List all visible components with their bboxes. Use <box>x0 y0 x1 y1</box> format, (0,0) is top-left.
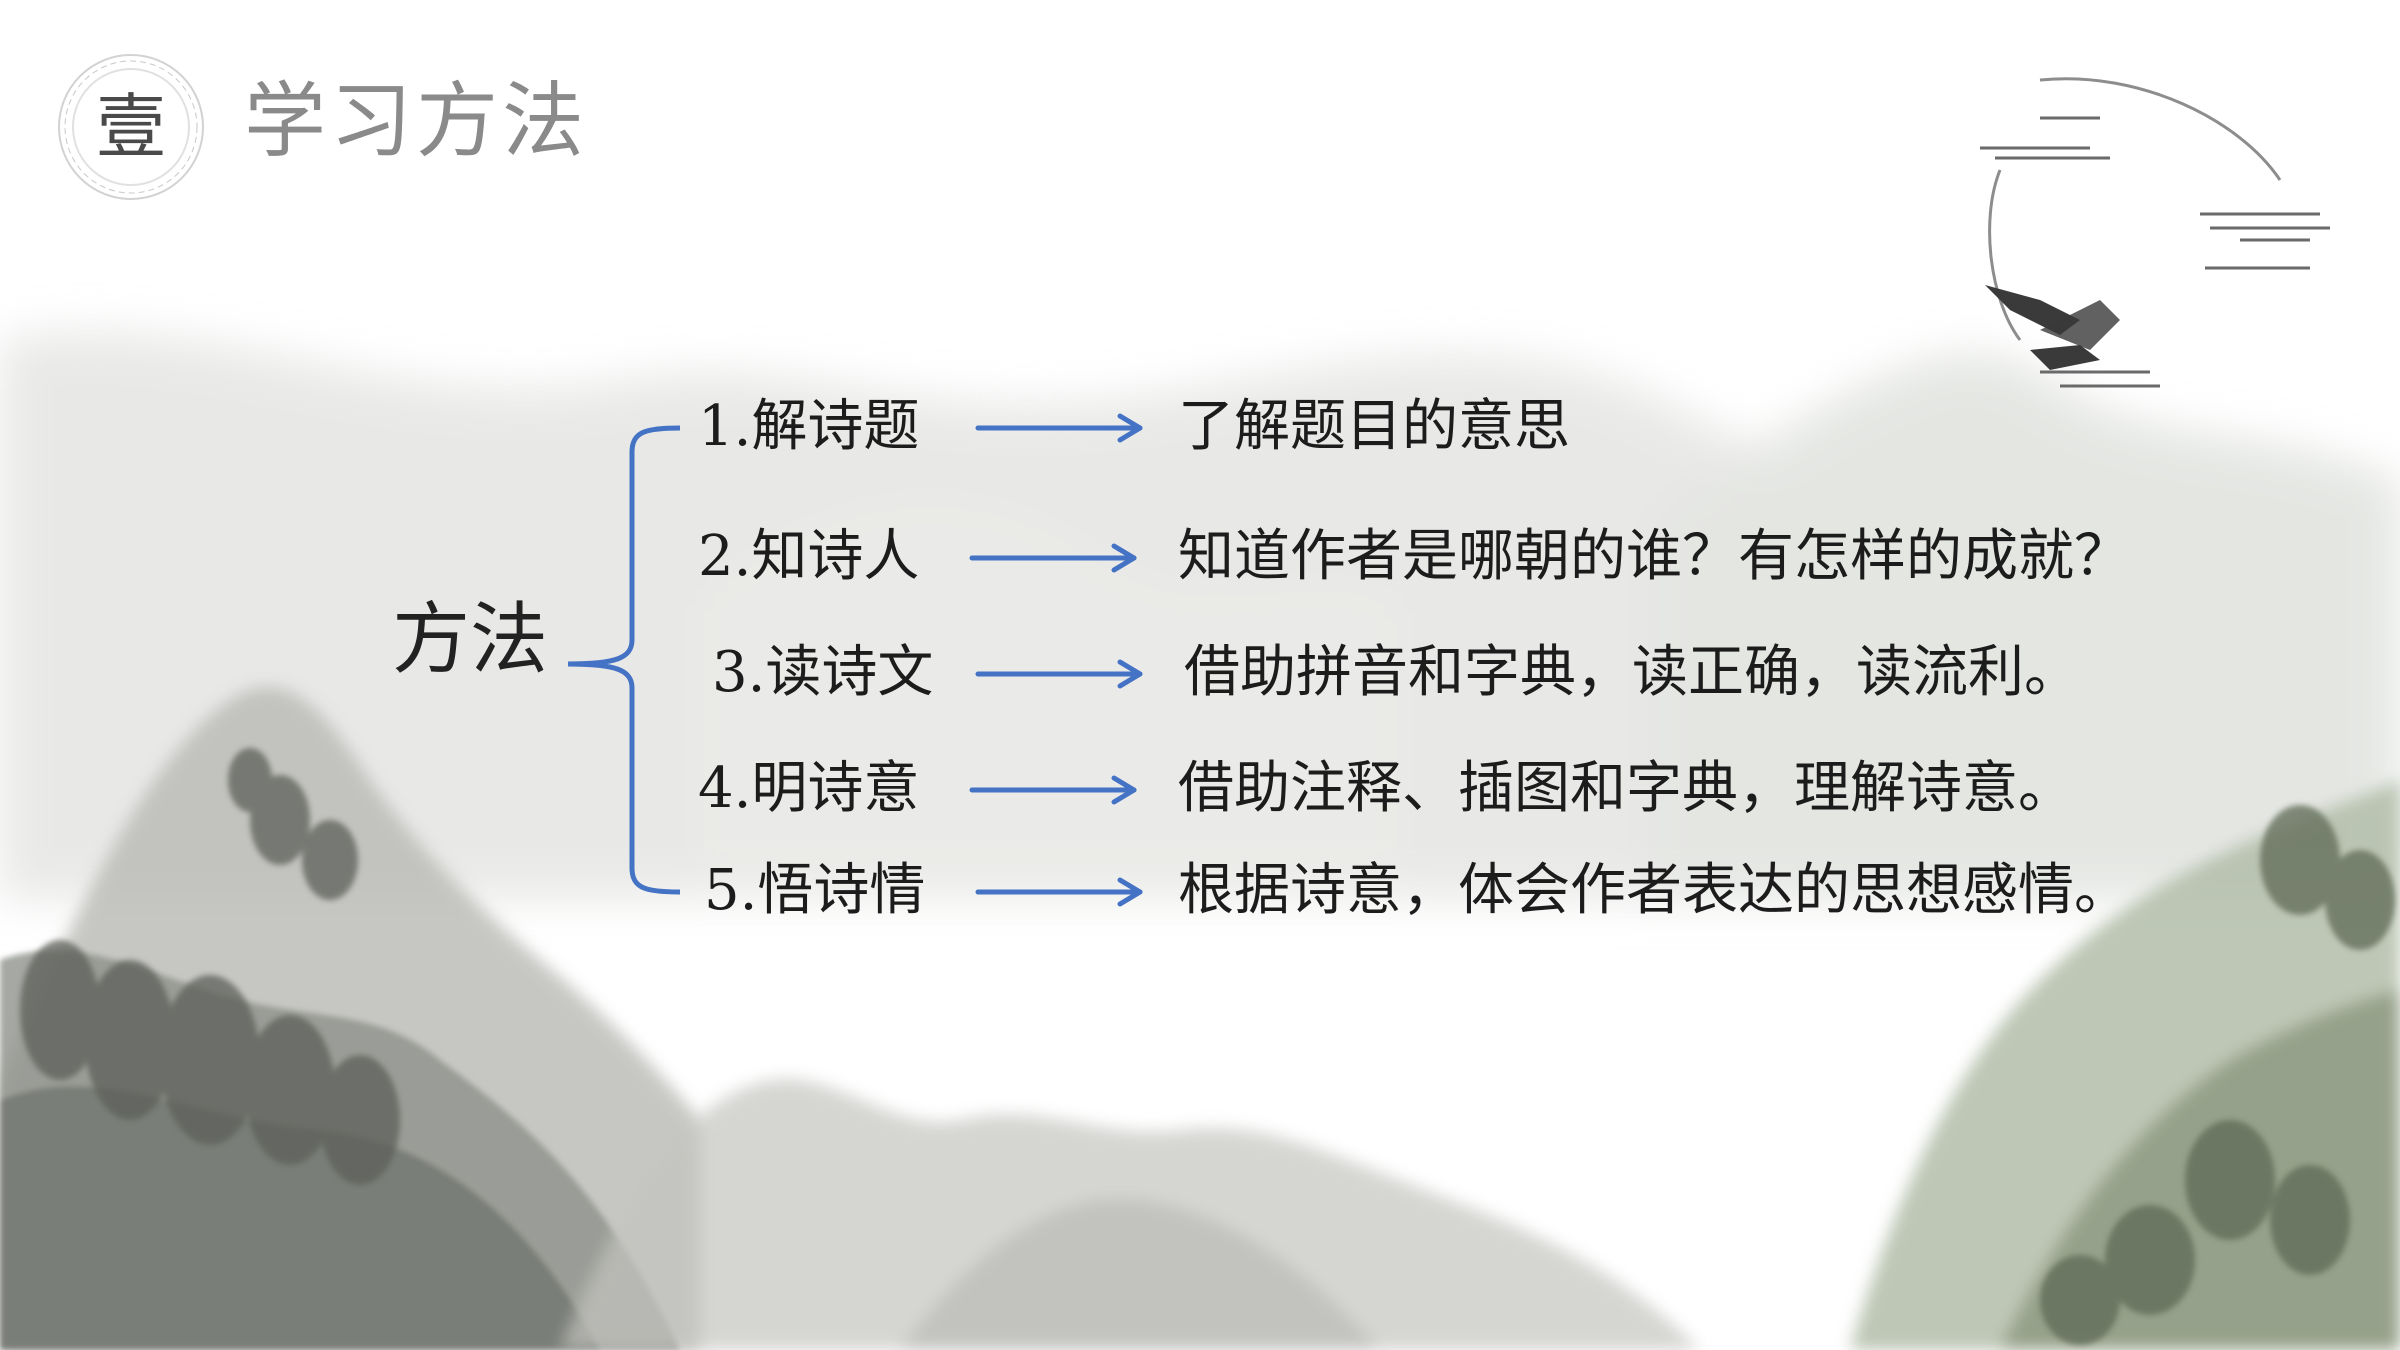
emblem-badge: 壹 <box>56 52 206 202</box>
step-description: 了解题目的意思 <box>1178 394 1570 459</box>
step-label: 4.明诗意 <box>698 756 920 821</box>
step-label: 5.悟诗情 <box>704 858 926 923</box>
step-label: 2.知诗人 <box>698 524 920 589</box>
step-description: 借助拼音和字典，读正确，读流利。 <box>1184 640 2080 705</box>
emblem-numeral: 壹 <box>96 86 166 168</box>
step-description: 借助注释、插图和字典，理解诗意。 <box>1178 756 2074 821</box>
method-label: 方法 <box>392 595 549 685</box>
slide-title: 学习方法 <box>244 74 589 169</box>
step-description: 根据诗意，体会作者表达的思想感情。 <box>1178 858 2130 923</box>
step-label: 3.读诗文 <box>712 640 934 705</box>
step-label: 1.解诗题 <box>698 394 920 459</box>
step-description: 知道作者是哪朝的谁？有怎样的成就？ <box>1178 524 2130 589</box>
